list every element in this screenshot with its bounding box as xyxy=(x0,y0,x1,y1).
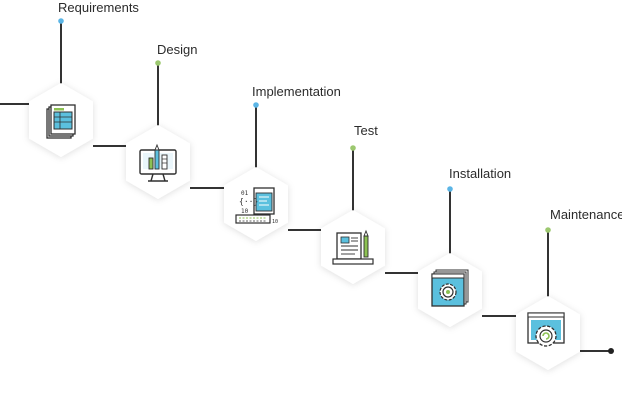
stem-dot xyxy=(155,60,161,66)
svg-text:10: 10 xyxy=(241,208,249,215)
stem-dot xyxy=(545,227,551,233)
stem-dot xyxy=(350,145,356,151)
step-label: Implementation xyxy=(252,84,341,99)
end-dot xyxy=(608,348,614,354)
step-label: Installation xyxy=(449,166,511,181)
step-label: Maintenance xyxy=(550,207,622,222)
step-design: Design xyxy=(126,42,197,199)
monitor-design-icon xyxy=(139,143,177,182)
stem-dot xyxy=(447,186,453,192)
step-label: Requirements xyxy=(58,0,139,15)
step-test: Test xyxy=(321,123,385,284)
step-label: Design xyxy=(157,42,197,57)
test-document-icon xyxy=(332,229,374,265)
svg-text:01: 01 xyxy=(241,190,249,197)
code-window-icon: 01 {··} 10 10 xyxy=(235,187,278,225)
step-label: Test xyxy=(354,123,378,138)
step-connectors xyxy=(0,103,611,352)
step-implementation: 01 {··} 10 10 Implementation xyxy=(224,84,341,241)
maintenance-gear-icon xyxy=(527,312,565,347)
stem-dot xyxy=(58,18,64,24)
stem-dot xyxy=(253,102,259,108)
step-requirements: Requirements xyxy=(29,0,139,157)
step-installation: Installation xyxy=(418,166,511,327)
svg-text:{··}: {··} xyxy=(239,197,258,206)
install-gear-icon xyxy=(431,269,469,307)
document-icon xyxy=(46,104,76,139)
svg-text:10: 10 xyxy=(272,219,278,225)
step-maintenance: Maintenance xyxy=(516,207,622,370)
